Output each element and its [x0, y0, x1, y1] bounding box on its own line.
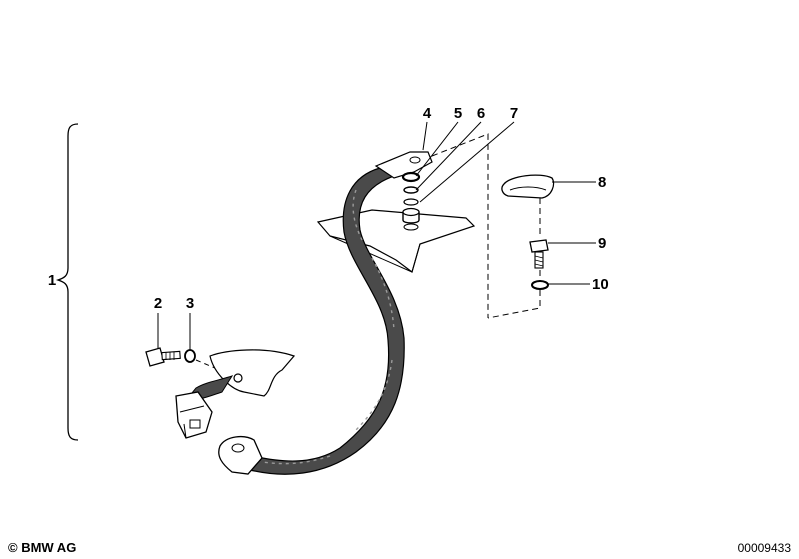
callout-4: 4: [423, 105, 432, 122]
bolt-9: [529, 239, 549, 253]
washer-3: [184, 349, 196, 363]
washer-4: [401, 171, 421, 183]
belt-anchor-tab: [374, 151, 433, 179]
buckle: [175, 391, 213, 439]
callout-3: 3: [186, 295, 194, 312]
copyright-text: © BMW AG: [8, 540, 77, 555]
belt-tongue: [218, 435, 263, 475]
group-brace: [55, 123, 79, 441]
washer-10: [531, 280, 549, 290]
callout-10: 10: [592, 276, 609, 293]
callout-6: 6: [477, 105, 485, 122]
callout-8: 8: [598, 174, 606, 191]
washer-5: [403, 186, 419, 194]
bolt-2: [145, 347, 165, 367]
washer-bottom: [403, 223, 419, 231]
diagram-code: 00009433: [737, 541, 791, 555]
callout-2: 2: [154, 295, 162, 312]
callout-1: 1: [48, 272, 56, 289]
washer-6: [403, 198, 419, 206]
callout-9: 9: [598, 235, 606, 252]
callout-5: 5: [454, 105, 462, 122]
callout-7: 7: [510, 105, 518, 122]
